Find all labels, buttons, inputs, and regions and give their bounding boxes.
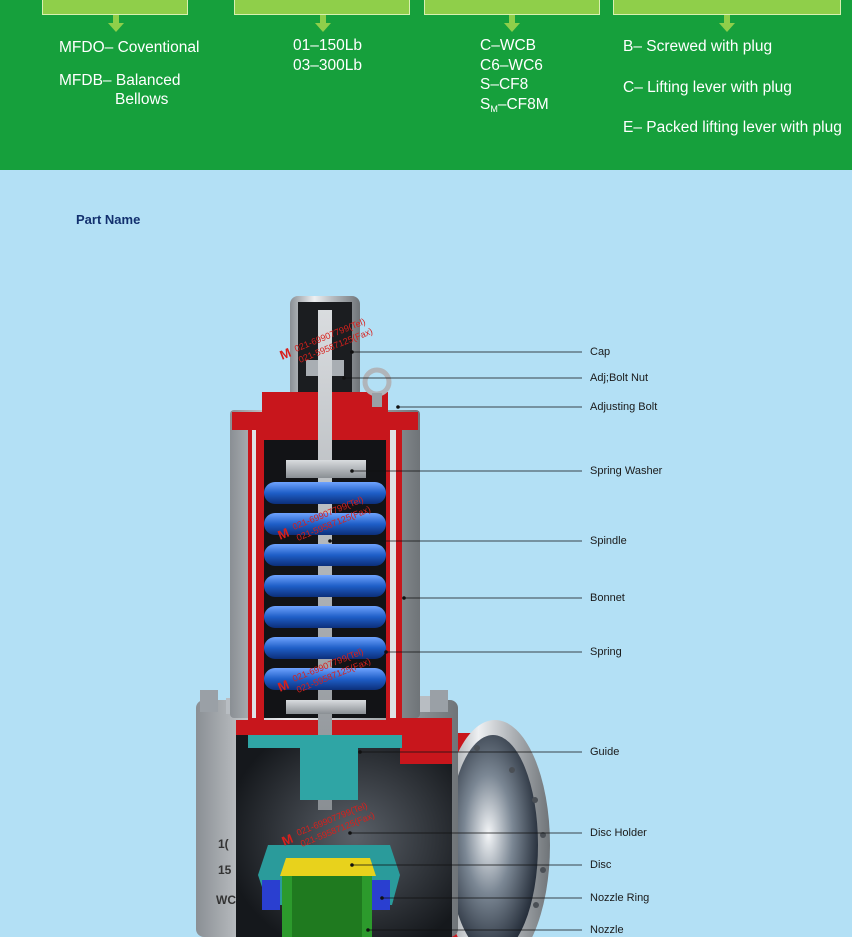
code-band: MFDO– Coventional MFDB– Balanced Bellows… <box>0 0 852 170</box>
svg-text:1(: 1( <box>218 837 229 851</box>
type-desc-continued: Bellows <box>115 91 169 108</box>
cap-code-row: B– Screwed with plug <box>623 37 842 57</box>
code-box-material <box>424 0 600 15</box>
leader-lines <box>330 351 582 931</box>
type-desc: Balanced <box>115 71 181 89</box>
cap-desc: Lifting lever with plug <box>647 78 792 96</box>
nozzle-ring <box>262 880 280 910</box>
material-code-row: C6–WC6 <box>480 56 543 74</box>
svg-text:M: M <box>276 525 292 543</box>
rating-codes: 01–150Lb 03–300Lb <box>293 36 362 75</box>
svg-text:15: 15 <box>218 863 232 877</box>
leader-dots <box>328 350 406 932</box>
cap-desc: Packed lifting lever with plug <box>646 119 842 136</box>
rating-code-row: 01–150Lb <box>293 37 362 54</box>
part-label-adjusting-bolt: Adjusting Bolt <box>590 401 658 413</box>
material-code-row: S–CF8 <box>480 76 529 93</box>
material-code-row: C–WCB <box>480 37 536 54</box>
cap-codes: B– Screwed with plug C– Lifting lever wi… <box>623 37 842 138</box>
part-label-nozzle: Nozzle <box>590 924 624 936</box>
type-desc: Coventional <box>117 39 200 56</box>
part-label-nozzle-ring: Nozzle Ring <box>590 892 650 904</box>
part-label-spring-washer: Spring Washer <box>590 465 663 477</box>
nozzle-ring <box>372 880 390 910</box>
material-code-row: SM–CF8M <box>480 95 549 114</box>
type-code: MFDO– <box>59 39 114 56</box>
svg-text:WC: WC <box>216 893 236 907</box>
lower-spring-washer <box>286 700 366 714</box>
cap-code-row: E– Packed lifting lever with plug <box>623 118 842 138</box>
type-code-row: MFDB– Balanced <box>59 71 199 91</box>
svg-text:M: M <box>276 677 292 695</box>
guide <box>248 735 402 800</box>
type-code: MFDB– <box>59 71 112 89</box>
arrow-down-icon <box>108 15 124 33</box>
svg-text:M: M <box>280 831 296 849</box>
outlet-flange <box>440 720 550 937</box>
svg-text:M: M <box>278 345 294 363</box>
part-name-heading: Part Name <box>76 212 141 227</box>
cap-desc: Screwed with plug <box>646 38 773 55</box>
type-code-row: MFDO– Coventional <box>59 38 199 58</box>
cap-code: C– <box>623 78 643 96</box>
code-box-rating <box>234 0 410 15</box>
spring <box>264 482 386 690</box>
part-label-bonnet: Bonnet <box>590 592 625 604</box>
part-label-adj-bolt-nut: Adj;Bolt Nut <box>590 372 649 384</box>
type-codes: MFDO– Coventional MFDB– Balanced Bellows <box>59 38 199 110</box>
nozzle-bore <box>292 876 362 937</box>
part-label-disc: Disc <box>590 859 612 871</box>
disc <box>280 858 376 876</box>
arrow-down-icon <box>504 15 520 33</box>
code-box-cap <box>613 0 841 15</box>
cap-code: B– <box>623 38 642 55</box>
rating-code-row: 03–300Lb <box>293 56 362 74</box>
part-label-guide: Guide <box>590 746 620 758</box>
arrow-down-icon <box>315 15 331 33</box>
material-codes: C–WCB C6–WC6 S–CF8 SM–CF8M <box>480 36 549 119</box>
cap-code: E– <box>623 119 642 136</box>
code-box-type <box>42 0 188 15</box>
cap-code-row: C– Lifting lever with plug <box>623 78 842 98</box>
part-label-spring: Spring <box>590 646 622 658</box>
part-label-cap: Cap <box>590 346 611 358</box>
part-label-disc-holder: Disc Holder <box>590 827 647 839</box>
spring-washer <box>286 460 366 478</box>
part-label-spindle: Spindle <box>590 535 627 547</box>
arrow-down-icon <box>719 15 735 33</box>
